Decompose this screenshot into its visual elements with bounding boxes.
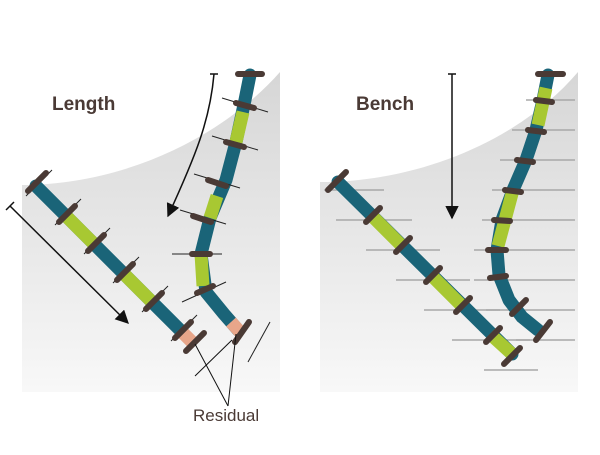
bench-hanging-joints — [485, 71, 566, 343]
bench-panel — [320, 68, 578, 392]
bench-diagonal-joints — [325, 169, 523, 367]
length-diagonal-pipe — [29, 179, 199, 349]
length-panel-title: Length — [52, 94, 116, 115]
residual-label: Residual — [193, 406, 260, 425]
length-hanging-pipe — [194, 68, 257, 337]
length-hanging-joints — [189, 71, 265, 345]
bench-vertical-arrow — [445, 73, 459, 220]
length-panel — [5, 68, 280, 407]
length-diagonal-joints — [25, 170, 207, 354]
bench-panel-title: Bench — [356, 94, 415, 115]
bench-diagonal-pipe — [331, 175, 519, 361]
length-curved-arrow — [166, 73, 215, 218]
residual-callout-lines — [194, 333, 237, 407]
length-measure-arrow — [5, 201, 129, 324]
